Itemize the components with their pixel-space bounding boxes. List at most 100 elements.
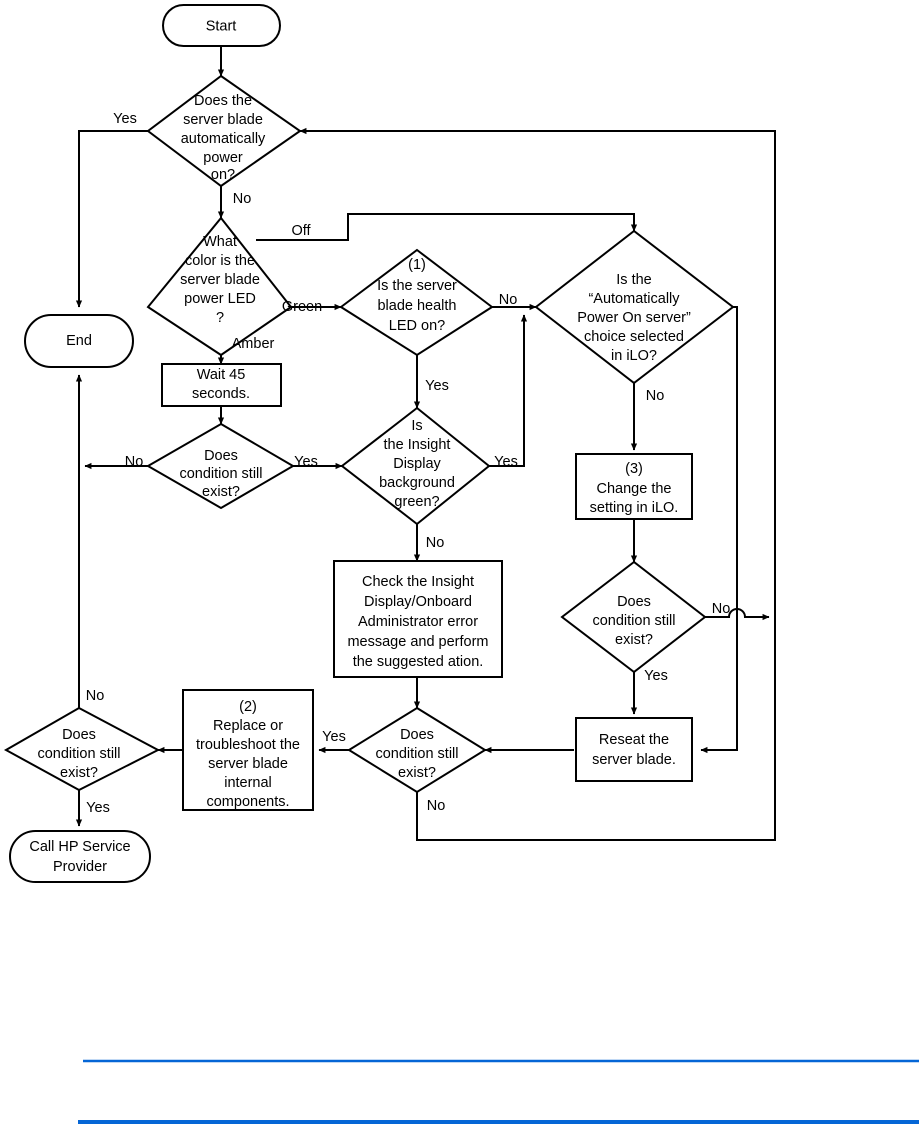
node-led-color-line-2: color is the bbox=[185, 253, 255, 269]
node-call-hp-line-1: Call HP Service bbox=[29, 839, 130, 855]
node-cond-bottom-line-1: Does bbox=[62, 727, 96, 743]
edge-label-cond-bottom-no: No bbox=[86, 688, 105, 704]
node-insight-green-line-1: Is bbox=[411, 418, 422, 434]
edge-cond-mid-no-loopback bbox=[299, 127, 776, 841]
node-cond-bottom: Does condition still exist? bbox=[3, 706, 161, 792]
node-check-insight-line-4: message and perform bbox=[347, 634, 488, 650]
node-check-insight-line-1: Check the Insight bbox=[362, 574, 474, 590]
edge-label-led-amber: Amber bbox=[232, 336, 275, 352]
edge-label-cond-mid-yes: Yes bbox=[322, 729, 346, 745]
node-insight-green-line-4: background bbox=[379, 475, 455, 491]
node-end-label: End bbox=[66, 333, 92, 349]
node-led-color-line-5: ? bbox=[216, 310, 224, 326]
edge-label-led-off: Off bbox=[291, 223, 311, 239]
edge-label-health-led-yes: Yes bbox=[425, 378, 449, 394]
node-cond-right-line-2: condition still bbox=[592, 613, 675, 629]
edge-label-health-led-no: No bbox=[499, 292, 518, 308]
node-led-color-line-4: power LED bbox=[184, 291, 256, 307]
node-start: Start bbox=[162, 4, 281, 47]
node-check-insight: Check the Insight Display/Onboard Admini… bbox=[333, 560, 503, 678]
node-auto-power-line-5: on? bbox=[211, 167, 235, 183]
edge-insight-yes-to-join bbox=[489, 314, 528, 467]
node-cond-right-line-1: Does bbox=[617, 594, 651, 610]
node-led-color-line-1: What bbox=[203, 234, 237, 250]
page-rules bbox=[78, 1059, 919, 1124]
node-cond-mid: Does condition still exist? bbox=[347, 706, 487, 794]
node-call-hp: Call HP Service Provider bbox=[9, 830, 151, 883]
node-replace-line-3: troubleshoot the bbox=[196, 737, 300, 753]
edge-label-cond-left-yes: Yes bbox=[294, 454, 318, 470]
node-change-ilo: (3) Change the setting in iLO. bbox=[575, 453, 693, 520]
edge-led-off-to-ilo bbox=[256, 213, 638, 241]
node-auto-power-line-4: power bbox=[203, 150, 243, 166]
node-check-insight-line-5: the suggested ation. bbox=[353, 654, 484, 670]
node-cond-left-line-1: Does bbox=[204, 448, 238, 464]
node-insight-green-line-3: Display bbox=[393, 456, 441, 472]
node-insight-green-line-5: green? bbox=[394, 494, 439, 510]
edge-label-insight-yes: Yes bbox=[494, 454, 518, 470]
node-start-label: Start bbox=[206, 18, 237, 34]
connectors bbox=[75, 46, 776, 841]
edge-label-cond-mid-no: No bbox=[427, 798, 446, 814]
node-replace: (2) Replace or troubleshoot the server b… bbox=[182, 689, 314, 811]
edge-cond-right-no-to-right-trunk bbox=[705, 608, 770, 621]
node-cond-right-line-3: exist? bbox=[615, 632, 653, 648]
edge-auto-power-yes-to-end bbox=[75, 130, 148, 308]
node-check-insight-line-3: Administrator error bbox=[358, 614, 478, 630]
node-cond-right: Does condition still exist? bbox=[560, 560, 707, 674]
node-replace-line-5: internal bbox=[224, 775, 272, 791]
node-cond-mid-line-1: Does bbox=[400, 727, 434, 743]
node-led-color: What color is the server blade power LED… bbox=[146, 216, 293, 357]
node-replace-line-6: components. bbox=[206, 794, 289, 810]
node-reseat-line-2: server blade. bbox=[592, 752, 676, 768]
node-wait45-line-2: seconds. bbox=[192, 386, 250, 402]
edge-label-cond-left-no: No bbox=[125, 454, 144, 470]
node-change-ilo-line-1: (3) bbox=[625, 461, 643, 477]
node-replace-line-2: Replace or bbox=[213, 718, 283, 734]
edge-labels: Yes No Off Green Amber No Yes No Yes Yes… bbox=[86, 111, 731, 816]
edge-label-cond-right-no: No bbox=[712, 601, 731, 617]
node-insight-green: Is the Insight Display background green? bbox=[340, 406, 491, 526]
node-change-ilo-line-3: setting in iLO. bbox=[590, 500, 679, 516]
node-replace-line-4: server blade bbox=[208, 756, 288, 772]
edge-ilo-yes-to-reseat bbox=[700, 306, 738, 754]
node-end: End bbox=[24, 314, 134, 368]
node-check-insight-line-2: Display/Onboard bbox=[364, 594, 472, 610]
node-auto-power-line-1: Does the bbox=[194, 93, 252, 109]
node-replace-line-1: (2) bbox=[239, 699, 257, 715]
node-ilo-choice-line-3: Power On server” bbox=[577, 310, 691, 326]
node-health-led-line-4: LED on? bbox=[389, 318, 445, 334]
node-cond-left-line-3: exist? bbox=[202, 484, 240, 500]
node-auto-power-line-3: automatically bbox=[181, 131, 266, 147]
edge-label-cond-right-yes: Yes bbox=[644, 668, 668, 684]
node-health-led: (1) Is the server blade health LED on? bbox=[339, 248, 494, 357]
node-auto-power: Does the server blade automatically powe… bbox=[146, 74, 302, 188]
node-health-led-line-1: (1) bbox=[408, 257, 426, 273]
node-wait45-line-1: Wait 45 bbox=[197, 367, 246, 383]
node-ilo-choice-line-4: choice selected bbox=[584, 329, 684, 345]
node-change-ilo-line-2: Change the bbox=[597, 481, 672, 497]
node-led-color-line-3: server blade bbox=[180, 272, 260, 288]
node-health-led-line-2: Is the server bbox=[377, 278, 457, 294]
node-cond-bottom-line-3: exist? bbox=[60, 765, 98, 781]
node-wait45: Wait 45 seconds. bbox=[161, 363, 282, 407]
edge-label-ilo-no: No bbox=[646, 388, 665, 404]
node-cond-bottom-line-2: condition still bbox=[37, 746, 120, 762]
node-ilo-choice-line-1: Is the bbox=[616, 272, 651, 288]
node-health-led-line-3: blade health bbox=[377, 298, 456, 314]
node-cond-left: Does condition still exist? bbox=[145, 422, 295, 510]
node-cond-mid-line-3: exist? bbox=[398, 765, 436, 781]
node-ilo-choice: Is the “Automatically Power On server” c… bbox=[534, 229, 735, 385]
node-cond-mid-line-2: condition still bbox=[375, 746, 458, 762]
node-call-hp-line-2: Provider bbox=[53, 859, 107, 875]
node-reseat-line-1: Reseat the bbox=[599, 732, 669, 748]
edge-label-insight-no: No bbox=[426, 535, 445, 551]
edge-label-led-green: Green bbox=[282, 299, 322, 315]
node-insight-green-line-2: the Insight bbox=[384, 437, 451, 453]
node-ilo-choice-line-2: “Automatically bbox=[588, 291, 680, 307]
edge-label-auto-power-yes: Yes bbox=[113, 111, 137, 127]
node-cond-left-line-2: condition still bbox=[179, 466, 262, 482]
edge-label-cond-bottom-yes: Yes bbox=[86, 800, 110, 816]
